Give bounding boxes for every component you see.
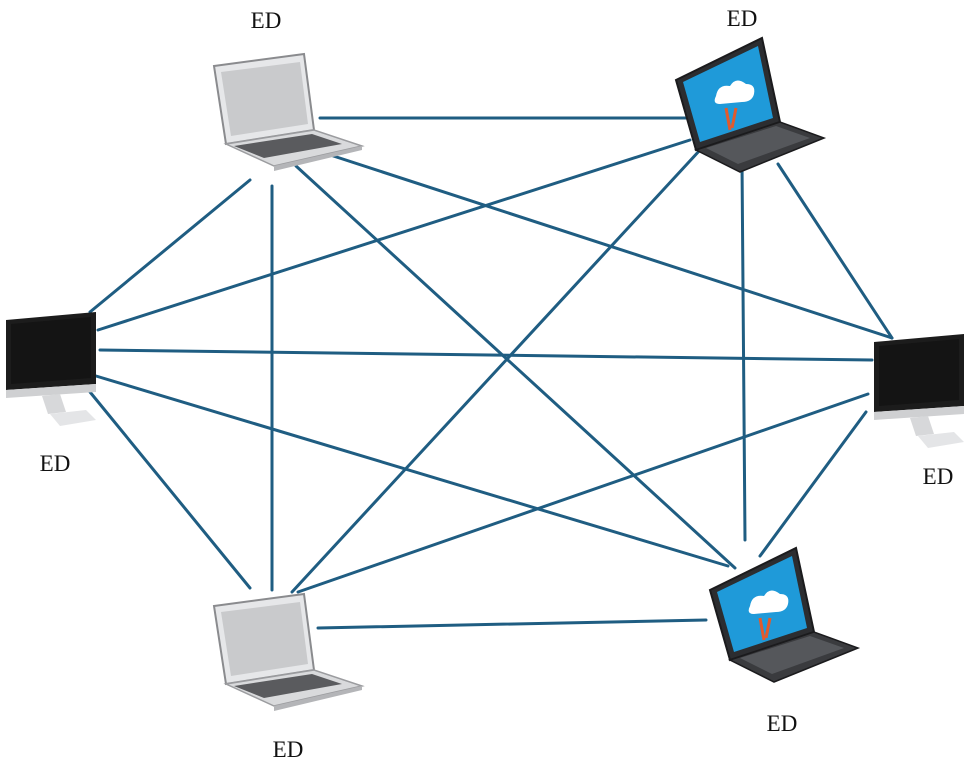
node-label: ED (273, 737, 304, 762)
link-n3-n5 (88, 390, 252, 590)
desktop-monitor-icon (6, 312, 96, 426)
node-n2: ED (674, 6, 826, 174)
link-n3-n4 (98, 348, 874, 362)
node-n1: ED (213, 8, 363, 172)
node-n5: ED (213, 593, 363, 762)
link-n1-n3 (88, 178, 252, 314)
link-lines (88, 116, 894, 630)
link-n2-n3 (96, 138, 692, 332)
node-label: ED (923, 464, 954, 489)
node-n4: ED (874, 334, 964, 489)
dark-laptop-icon (674, 36, 826, 174)
node-label: ED (251, 8, 282, 33)
dark-laptop-icon (708, 546, 860, 684)
link-n1-n6 (294, 164, 737, 570)
node-label: ED (40, 451, 71, 476)
link-n4-n6 (758, 410, 868, 558)
link-n4-n5 (296, 392, 870, 594)
node-n3: ED (6, 312, 96, 476)
link-n1-n4 (313, 148, 894, 340)
link-n2-n6 (740, 160, 747, 542)
node-n6: ED (708, 546, 860, 736)
node-label: ED (727, 6, 758, 31)
node-label: ED (767, 711, 798, 736)
silver-laptop-icon (213, 593, 363, 712)
link-n2-n5 (290, 148, 702, 594)
link-n2-n4 (776, 162, 894, 340)
silver-laptop-icon (213, 53, 363, 172)
link-n5-n6 (316, 618, 708, 630)
link-n3-n6 (94, 374, 730, 568)
desktop-monitor-icon (874, 334, 964, 448)
